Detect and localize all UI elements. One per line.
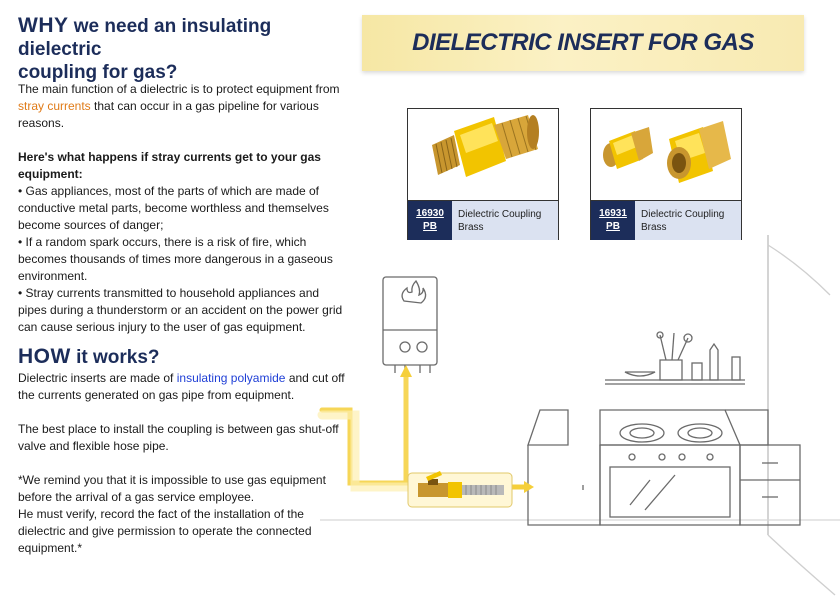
list-item: • If a random spark occurs, there is a r… (18, 235, 333, 283)
gas-valve-icon (407, 471, 513, 508)
coupling-photo (603, 121, 731, 183)
title-banner: DIELECTRIC INSERT FOR GAS (362, 15, 804, 71)
happens-section: Here's what happens if stray currents ge… (18, 149, 358, 336)
stray-currents-highlight: stray currents (18, 99, 91, 113)
how-paragraph-2: The best place to install the coupling i… (18, 422, 339, 453)
coupling-photo (432, 115, 539, 177)
list-item: • Gas appliances, most of the parts of w… (18, 184, 329, 232)
product-code[interactable]: 16930 PB (408, 201, 452, 240)
intro-text-1: The main function of a dielectric is to … (18, 82, 340, 96)
happens-heading: Here's what happens if stray currents ge… (18, 150, 321, 181)
insulating-polyamide-highlight: insulating polyamide (176, 371, 286, 385)
why-heading-line1: we need an insulating dielectric (18, 16, 272, 60)
service-note: *We remind you that it is impossible to … (18, 473, 326, 555)
why-lead: WHY (18, 14, 69, 37)
how-heading-rest: it works? (76, 347, 160, 368)
how-paragraph-1: Dielectric inserts are made of insulatin… (18, 371, 345, 402)
gas-boiler-icon (382, 276, 438, 373)
intro-text-3: reasons. (18, 116, 65, 130)
danger-list: • Gas appliances, most of the parts of w… (18, 183, 358, 336)
kitchen-installation-illustration (317, 235, 840, 596)
why-heading-line2: coupling for gas? (18, 62, 178, 83)
how-heading: HOW it works? (18, 345, 358, 369)
why-heading: WHY we need an insulating dielectric cou… (18, 14, 358, 84)
intro-paragraph: The main function of a dielectric is to … (18, 81, 358, 132)
intro-text-2: that can occur in a gas pipeline for var… (94, 99, 319, 113)
banner-title: DIELECTRIC INSERT FOR GAS (412, 29, 754, 56)
list-item: • Stray currents transmitted to househol… (18, 286, 343, 334)
how-lead: HOW (18, 345, 71, 368)
product-code[interactable]: 16931 PB (591, 201, 635, 240)
